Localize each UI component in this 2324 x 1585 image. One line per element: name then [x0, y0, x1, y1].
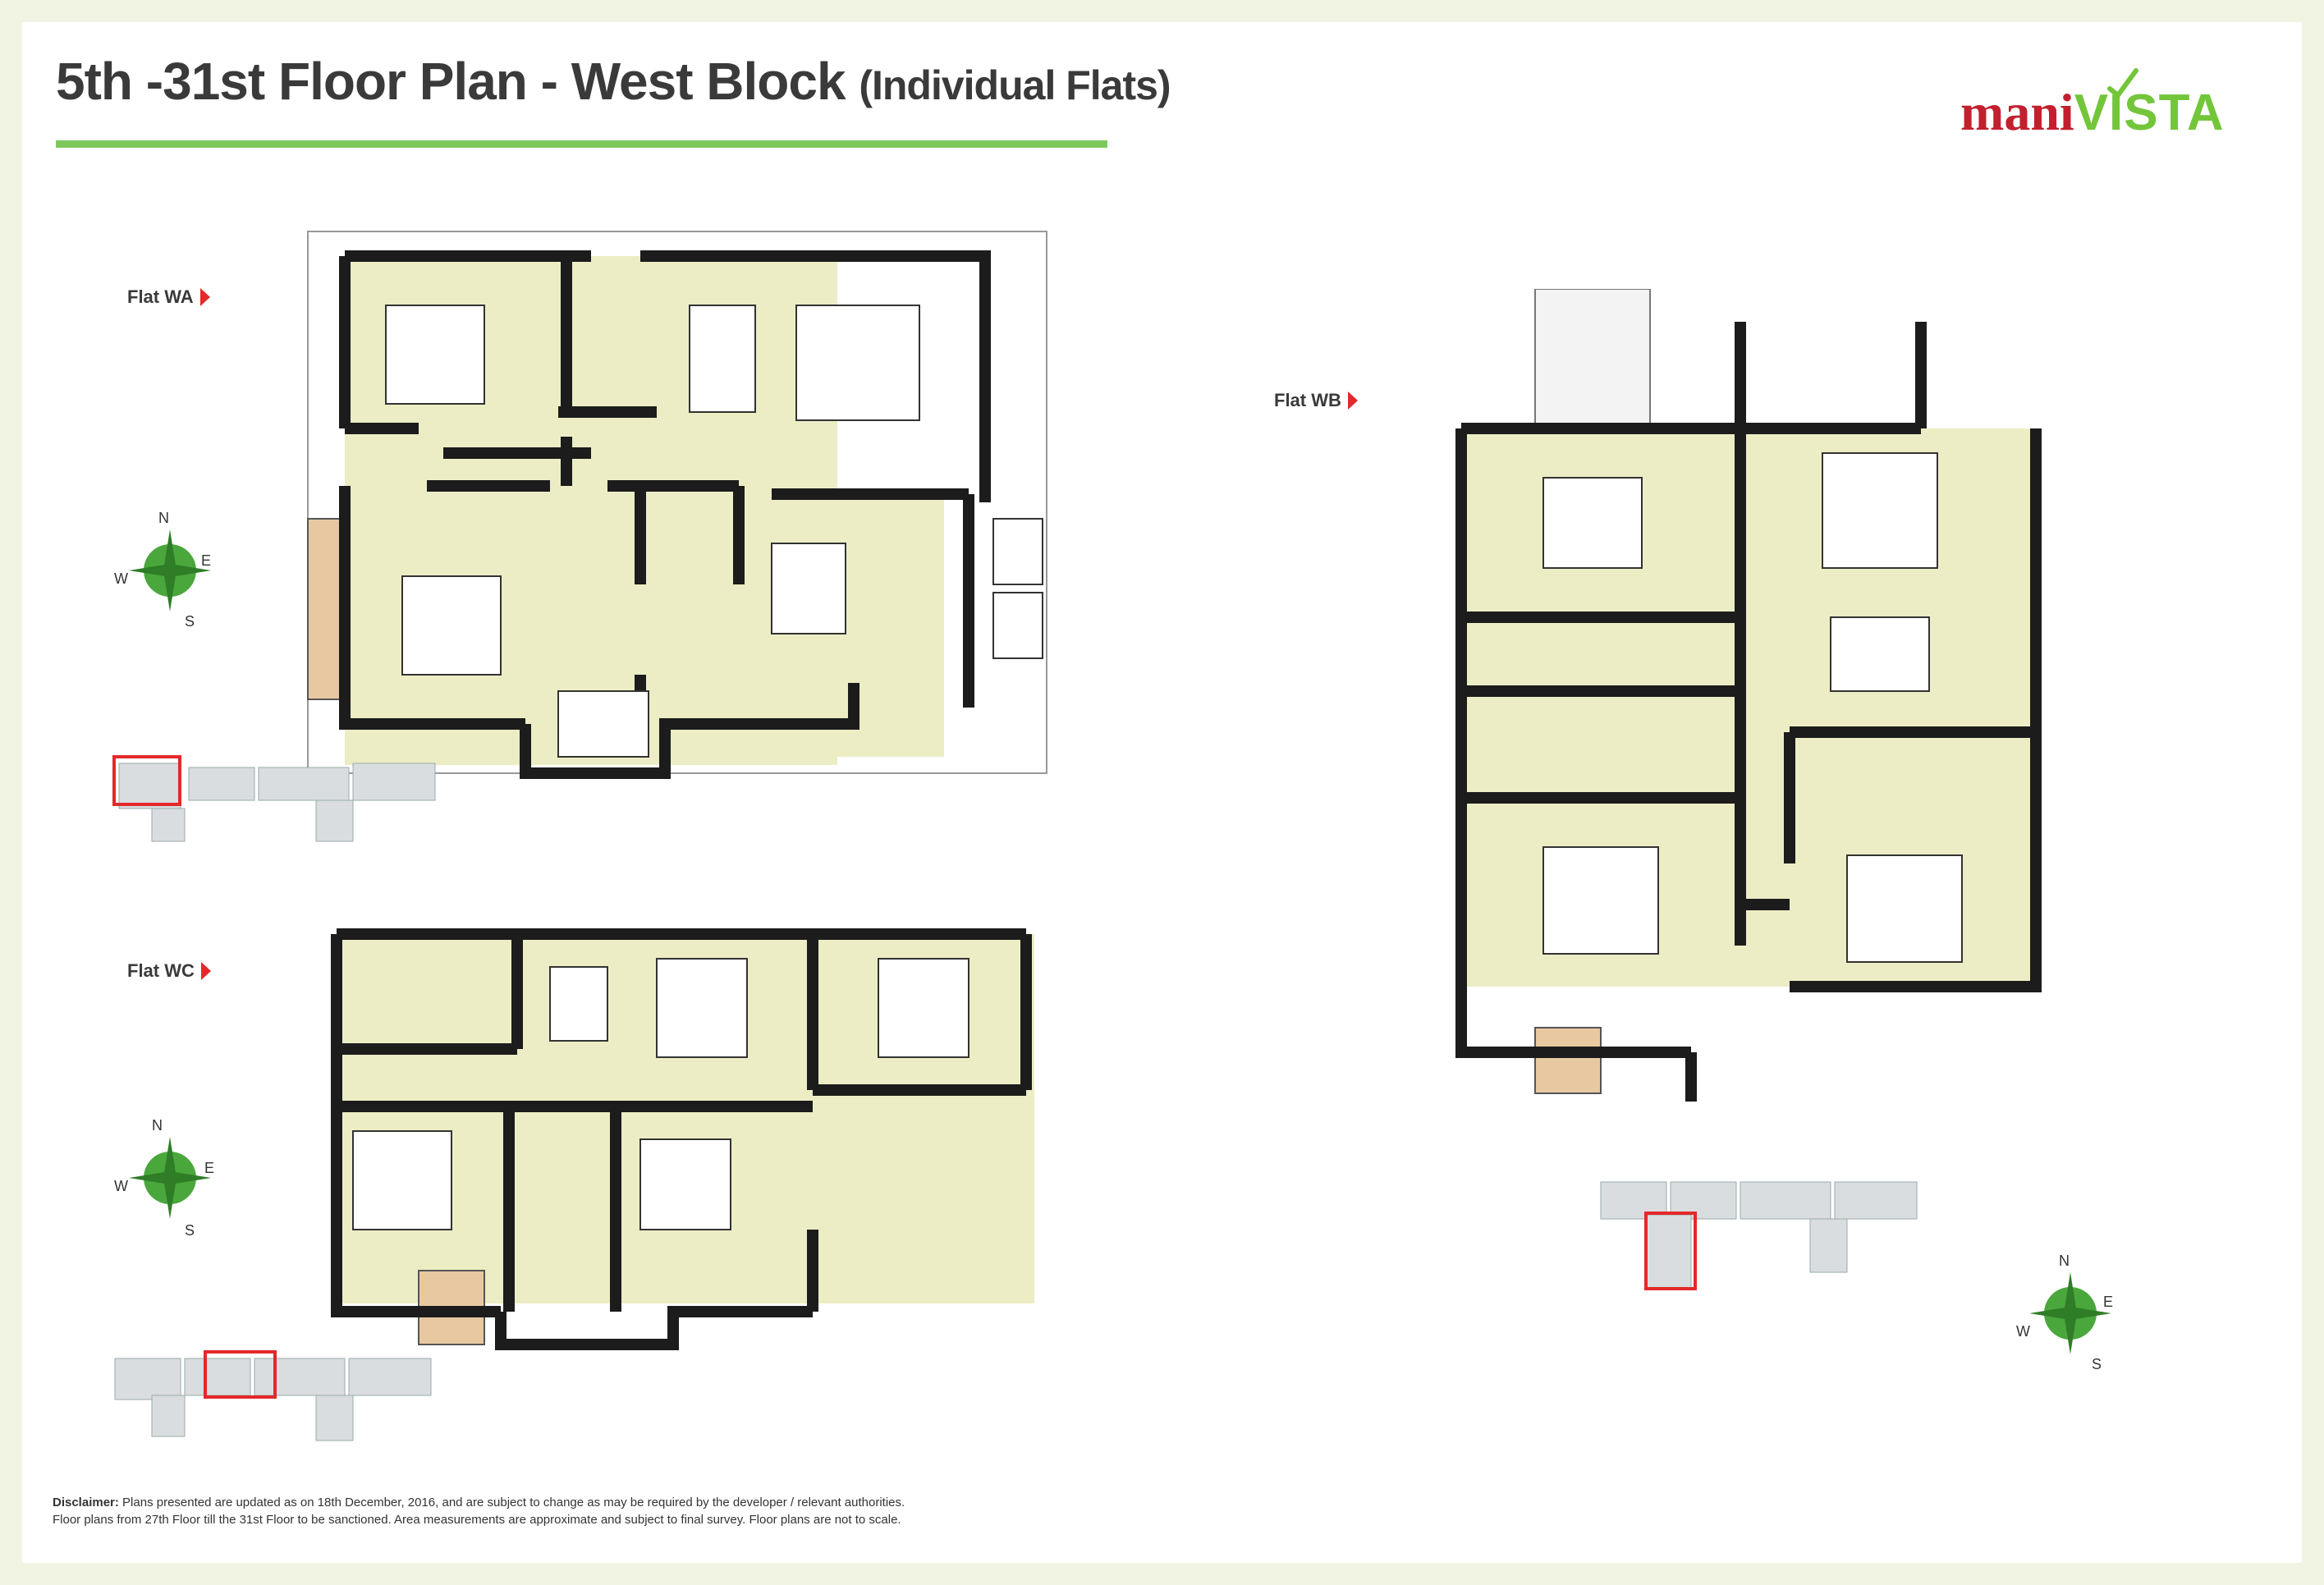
flat-wb-label: Flat WB [1274, 390, 1358, 411]
compass-w-wc: W [114, 1178, 128, 1194]
flat-wc-label: Flat WC [127, 960, 211, 982]
compass-n-wa: N [158, 510, 169, 526]
compass-e-wa: E [201, 552, 211, 569]
compass-s-wc: S [185, 1222, 195, 1235]
page-title-main: 5th -31st Floor Plan - West Block [56, 52, 846, 111]
disclaimer-line-1: Plans presented are updated as on 18th D… [122, 1496, 905, 1509]
flat-wb-label-text: Flat WB [1274, 390, 1341, 410]
flat-wa-arrow-icon [199, 288, 210, 306]
disclaimer-heading: Disclaimer: [53, 1496, 119, 1509]
flat-wa-label-text: Flat WA [127, 286, 194, 307]
brand-logo: maniVISTA [1960, 68, 2225, 143]
key-plan-wc-highlight [204, 1350, 277, 1399]
brand-logo-first: mani [1960, 83, 2074, 141]
floor-plan-wc [304, 901, 1100, 1361]
key-plan-wb-highlight [1644, 1212, 1697, 1290]
compass-w-wb: W [2016, 1323, 2030, 1340]
title-underline [56, 140, 1107, 148]
flat-wb-arrow-icon [1347, 392, 1358, 410]
compass-e-wb: E [2103, 1294, 2113, 1310]
flat-wa-label: Flat WA [127, 286, 210, 308]
compass-s-wa: S [185, 613, 195, 628]
disclaimer-line-2: Floor plans from 27th Floor till the 31s… [53, 1513, 901, 1527]
brand-logo-second: VISTA [2074, 85, 2225, 141]
key-plan-wb [1600, 1181, 1918, 1290]
logo-check-icon [2107, 68, 2138, 99]
floor-plan-wb [1379, 289, 2060, 1126]
key-plan-wa-highlight [112, 755, 181, 806]
compass-s-wb: S [2092, 1356, 2102, 1371]
page-title-sub: (Individual Flats) [859, 62, 1171, 108]
page-title: 5th -31st Floor Plan - West Block (Indiv… [56, 51, 1171, 112]
compass-rose-icon-wa: N W E S [114, 510, 211, 628]
floor-plan-wa [307, 231, 1047, 779]
flat-wc-arrow-icon [200, 962, 211, 980]
compass-w-wa: W [114, 570, 128, 587]
compass-n-wb: N [2059, 1253, 2070, 1269]
compass-e-wc: E [204, 1160, 214, 1176]
compass-n-wc: N [152, 1117, 163, 1134]
key-plan-wc [114, 1350, 432, 1441]
key-plan-wa [112, 755, 436, 842]
compass-rose-icon-wc: N W E S [114, 1117, 214, 1235]
compass-rose-icon-wb: N W E S [2016, 1253, 2113, 1371]
disclaimer: Disclaimer: Plans presented are updated … [53, 1494, 1120, 1528]
flat-wc-label-text: Flat WC [127, 960, 195, 981]
